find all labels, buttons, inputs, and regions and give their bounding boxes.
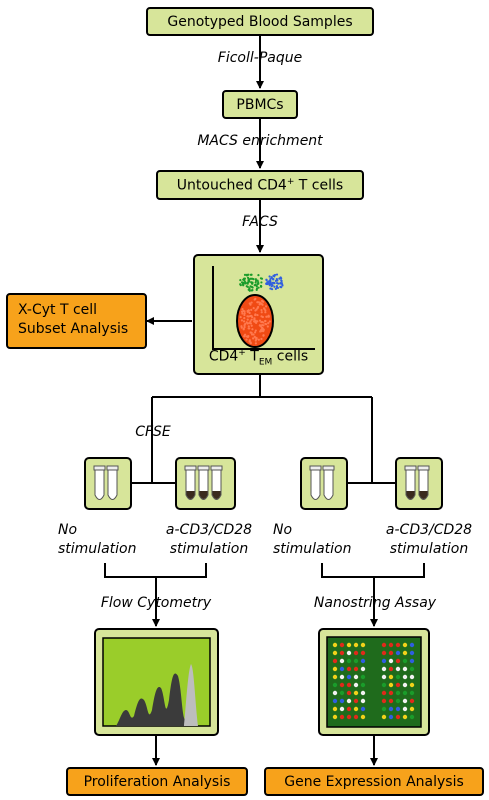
proliferation-analysis-box: Proliferation Analysis	[66, 767, 248, 796]
pbmcs-label: PBMCs	[236, 96, 284, 113]
ficoll-paque-label: Ficoll-Paque	[217, 50, 303, 66]
right-no-stim-tubes	[300, 457, 348, 510]
cfse-label: CFSE	[135, 424, 171, 440]
right-stimulation-label: a-CD3/CD28 stimulation	[385, 522, 473, 557]
proliferation-label: Proliferation Analysis	[83, 773, 231, 790]
left-stim-tubes	[175, 457, 236, 510]
xcyt-line1: X-Cyt T cell	[18, 302, 98, 318]
tubes-empty-icon	[93, 465, 119, 500]
untouched-cd4-box: Untouched CD4+ T cells	[156, 170, 364, 200]
macs-enrichment-label: MACS enrichment	[197, 133, 323, 149]
genotyped-blood-samples-box: Genotyped Blood Samples	[146, 7, 374, 36]
xcyt-line2: Subset Analysis	[18, 321, 129, 337]
nanostring-assay-label: Nanostring Assay	[313, 595, 437, 611]
nanostring-array-box	[318, 628, 430, 736]
left-no-stimulation-label: No stimulation	[58, 522, 137, 557]
flow-cytometry-label: Flow Cytometry	[100, 595, 212, 611]
gene-expression-analysis-box: Gene Expression Analysis	[264, 767, 484, 796]
right-no-stimulation-label: No stimulation	[273, 522, 352, 557]
gene-expression-label: Gene Expression Analysis	[284, 773, 464, 790]
tubes-stimulated-icon	[184, 465, 223, 500]
pbmcs-box: PBMCs	[222, 90, 298, 119]
untouched-label: Untouched CD4+ T cells	[176, 176, 344, 194]
left-bracket	[104, 563, 207, 578]
histogram-box	[94, 628, 219, 736]
proliferation-histogram	[102, 637, 211, 727]
cd4-tem-box: CD4+ TEM cells	[193, 254, 324, 375]
xcyt-subset-analysis-box: X-Cyt T cell Subset Analysis	[6, 293, 147, 349]
left-no-stim-tubes	[84, 457, 132, 510]
tubes-stimulated-icon	[404, 465, 430, 500]
gene-array-icon	[326, 636, 422, 728]
tem-label: CD4+ TEM cells	[208, 348, 309, 368]
genotyped-label: Genotyped Blood Samples	[167, 13, 353, 30]
facs-label: FACS	[242, 214, 278, 230]
tubes-empty-icon	[309, 465, 335, 500]
right-bracket	[321, 563, 425, 578]
facs-scatter-plot	[212, 266, 315, 350]
right-stim-tubes	[395, 457, 443, 510]
left-stimulation-label: a-CD3/CD28 stimulation	[165, 522, 253, 557]
